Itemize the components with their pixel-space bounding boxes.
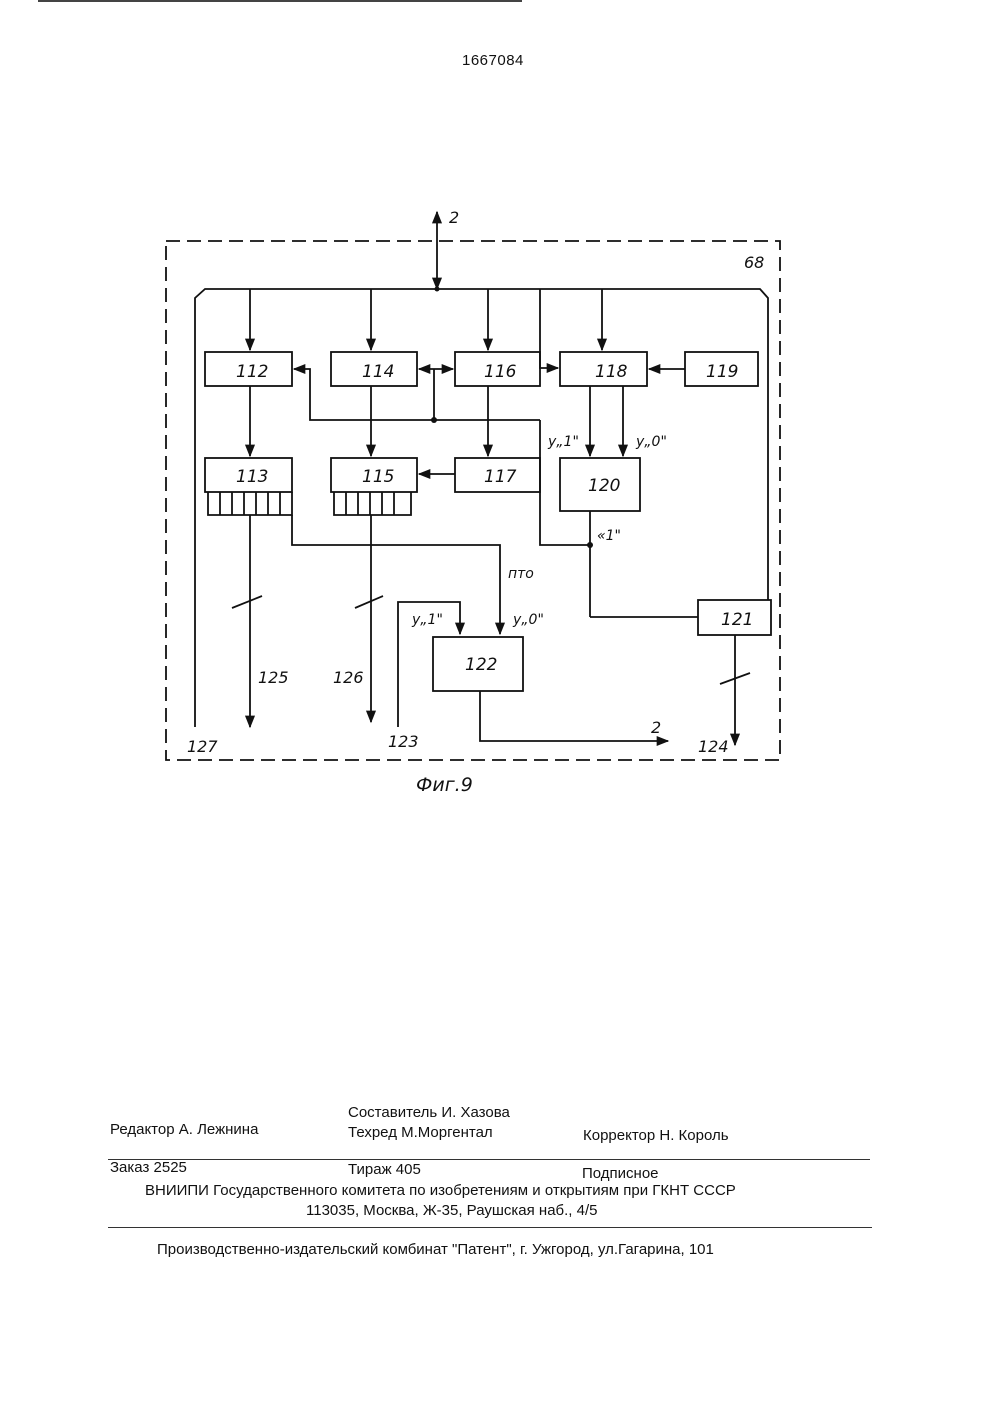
label-114: 114 (362, 362, 394, 382)
signal-one: «1" (597, 528, 621, 544)
label-122: 122 (465, 655, 497, 675)
label-bus-2: 2 (449, 208, 459, 227)
label-117: 117 (484, 467, 517, 487)
signal-y1-upper: у„1" (547, 434, 579, 450)
block-diagram: 112 113 114 115 116 117 118 119 120 121 … (0, 0, 1000, 900)
label-116: 116 (484, 362, 517, 382)
signal-y0-upper: у„0" (635, 434, 667, 450)
order-number: Заказ 2525 (110, 1159, 187, 1176)
label-115: 115 (362, 467, 394, 487)
label-126: 126 (333, 668, 364, 687)
label-124: 124 (698, 737, 729, 756)
subscription: Подписное (582, 1165, 659, 1182)
label-outer-68: 68 (744, 253, 764, 272)
circulation: Тираж 405 (348, 1161, 421, 1178)
signal-pto: пто (508, 566, 534, 582)
editor-credit: Редактор А. Лежнина (110, 1121, 258, 1138)
signal-y1-lower: у„1" (411, 612, 443, 628)
label-118: 118 (595, 362, 628, 382)
corrector-credit: Корректор Н. Король (583, 1127, 729, 1144)
label-119: 119 (706, 362, 738, 382)
label-121: 121 (721, 610, 753, 630)
footer-rule-bottom (108, 1227, 872, 1228)
signal-y0-lower: у„0" (512, 612, 544, 628)
label-out-2: 2 (651, 718, 661, 737)
publisher-org: ВНИИПИ Государственного комитета по изоб… (145, 1182, 736, 1199)
label-127: 127 (187, 737, 218, 756)
label-112: 112 (236, 362, 268, 382)
publisher-address: 113035, Москва, Ж-35, Раушская наб., 4/5 (306, 1202, 598, 1219)
label-113: 113 (236, 467, 268, 487)
figure-caption: Фиг.9 (416, 774, 473, 796)
label-125: 125 (258, 668, 289, 687)
footer-rule-top (108, 1159, 870, 1160)
label-120: 120 (588, 476, 620, 496)
compiler-credit: Составитель И. Хазова (348, 1104, 510, 1121)
techred-credit: Техред М.Моргентал (348, 1124, 493, 1141)
label-123: 123 (388, 732, 419, 751)
printer-imprint: Производственно-издательский комбинат "П… (157, 1241, 714, 1258)
